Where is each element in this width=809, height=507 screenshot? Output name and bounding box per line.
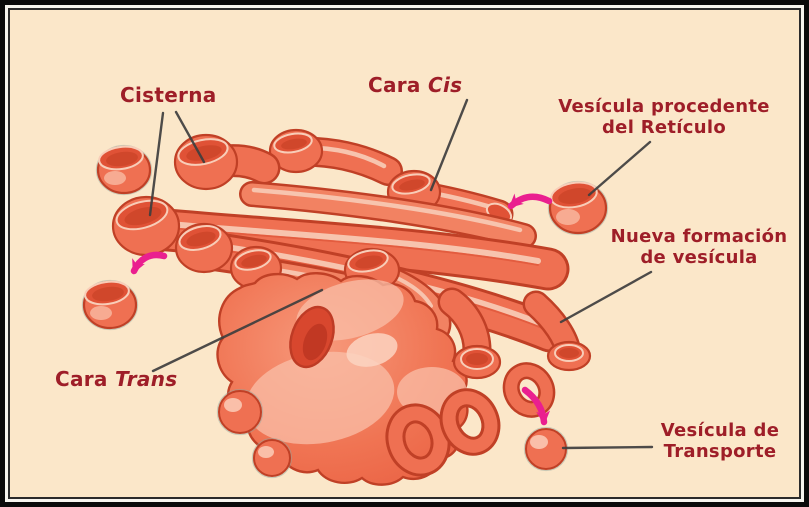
label-cara-trans: Cara Trans [55, 367, 178, 391]
budding-ring-vesicle-left [452, 344, 502, 380]
label-nueva-formacion: Nueva formación de vesícula [610, 226, 788, 268]
vesicle-cup-left [81, 279, 139, 331]
label-vesicula-transporte: Vesícula de Transporte [660, 420, 780, 462]
arrow-trans-face-to-transport [521, 386, 551, 426]
vesicle-cup-reticulo [547, 180, 609, 236]
blob-hole [289, 305, 335, 369]
cisterna-sac-top-left [173, 133, 281, 191]
arrow-cis-face-to-left-vesicle [130, 251, 168, 275]
vesicle-sphere-2 [251, 437, 293, 479]
cisterna-sac-middle-band [239, 181, 537, 249]
cisterna-sac-top-middle [268, 128, 403, 186]
pointer-line-nueva-formacion [559, 270, 653, 324]
pointer-line-cara-trans [151, 288, 324, 373]
label-cisterna-text: Cisterna [120, 83, 217, 107]
pointer-line-vesicula-reticulo [587, 140, 652, 197]
pointer-line-cisterna-left [148, 111, 165, 217]
arrow-reticulo-to-cis-face [507, 193, 553, 210]
label-vesicula-reticulo: Vesícula procedente del Retículo [558, 96, 770, 138]
vesicle-sphere-1 [216, 388, 264, 436]
pointer-line-cara-cis [429, 98, 469, 192]
transport-vesicle-sphere [523, 426, 569, 472]
pointer-line-vesicula-transporte [561, 445, 654, 450]
vesicle-cup-top-left [95, 144, 153, 196]
budding-ring-vesicle-right [546, 340, 592, 372]
pointer-line-cisterna-right [174, 110, 206, 164]
label-cara-cis: Cara Cis [368, 73, 463, 97]
label-cisterna: Cisterna [120, 84, 217, 107]
